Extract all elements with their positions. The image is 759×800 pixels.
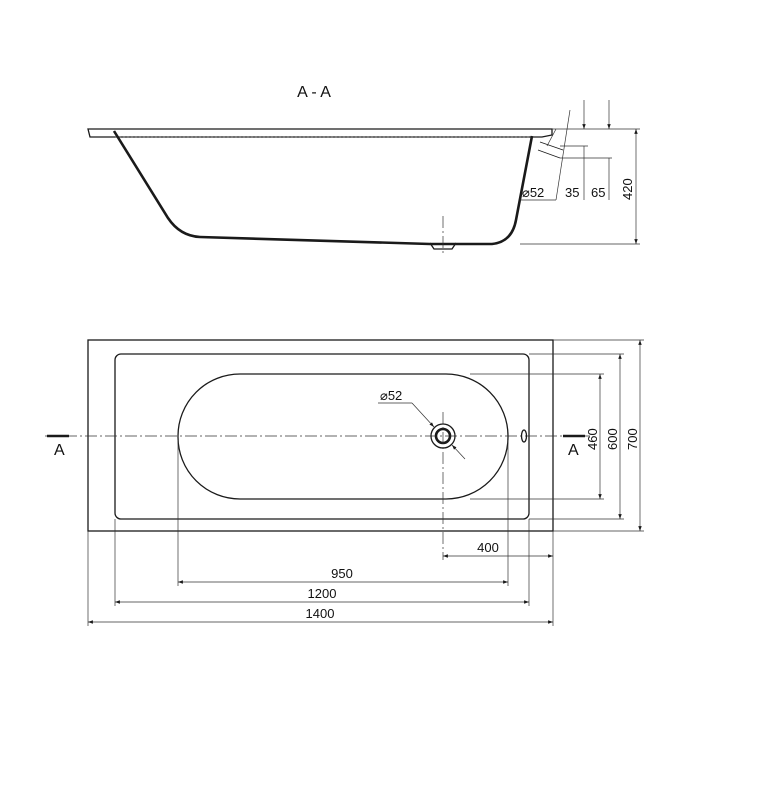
dim-1400-label: 1400 [306, 606, 335, 621]
plan-view: A A ⌀52 460 600 700 [45, 339, 644, 626]
section-view: A - A ⌀52 35 65 420 [87, 84, 640, 256]
dim-400-label: 400 [477, 540, 499, 555]
plan-outer-rim [87, 339, 554, 532]
dim-700-label: 700 [625, 428, 640, 450]
section-body-profile [112, 130, 534, 246]
section-title: A - A [297, 84, 331, 101]
plan-overflow [520, 429, 528, 443]
dim-460-label: 460 [585, 428, 600, 450]
dim-depth-label: 420 [620, 178, 635, 200]
section-marker-left: A [54, 442, 65, 459]
dim-600-label: 600 [605, 428, 620, 450]
dim-950-label: 950 [331, 566, 353, 581]
drain-leader [411, 402, 435, 428]
dim-65-label: 65 [591, 185, 605, 200]
drain-leader-2 [451, 444, 466, 460]
dim-drain-diameter: ⌀52 [380, 388, 402, 403]
plan-basin [177, 373, 509, 500]
section-rim [87, 128, 553, 138]
dim-52-leader [555, 109, 571, 201]
dim-35-label: 35 [565, 185, 579, 200]
overflow-marker [546, 128, 557, 147]
dim-1200-label: 1200 [308, 586, 337, 601]
section-drain [429, 242, 457, 250]
section-marker-right: A [568, 442, 579, 459]
overflow-pipe [537, 141, 564, 159]
dim-outlet-diameter: ⌀52 [522, 185, 544, 200]
plan-inner-deck [114, 353, 530, 520]
